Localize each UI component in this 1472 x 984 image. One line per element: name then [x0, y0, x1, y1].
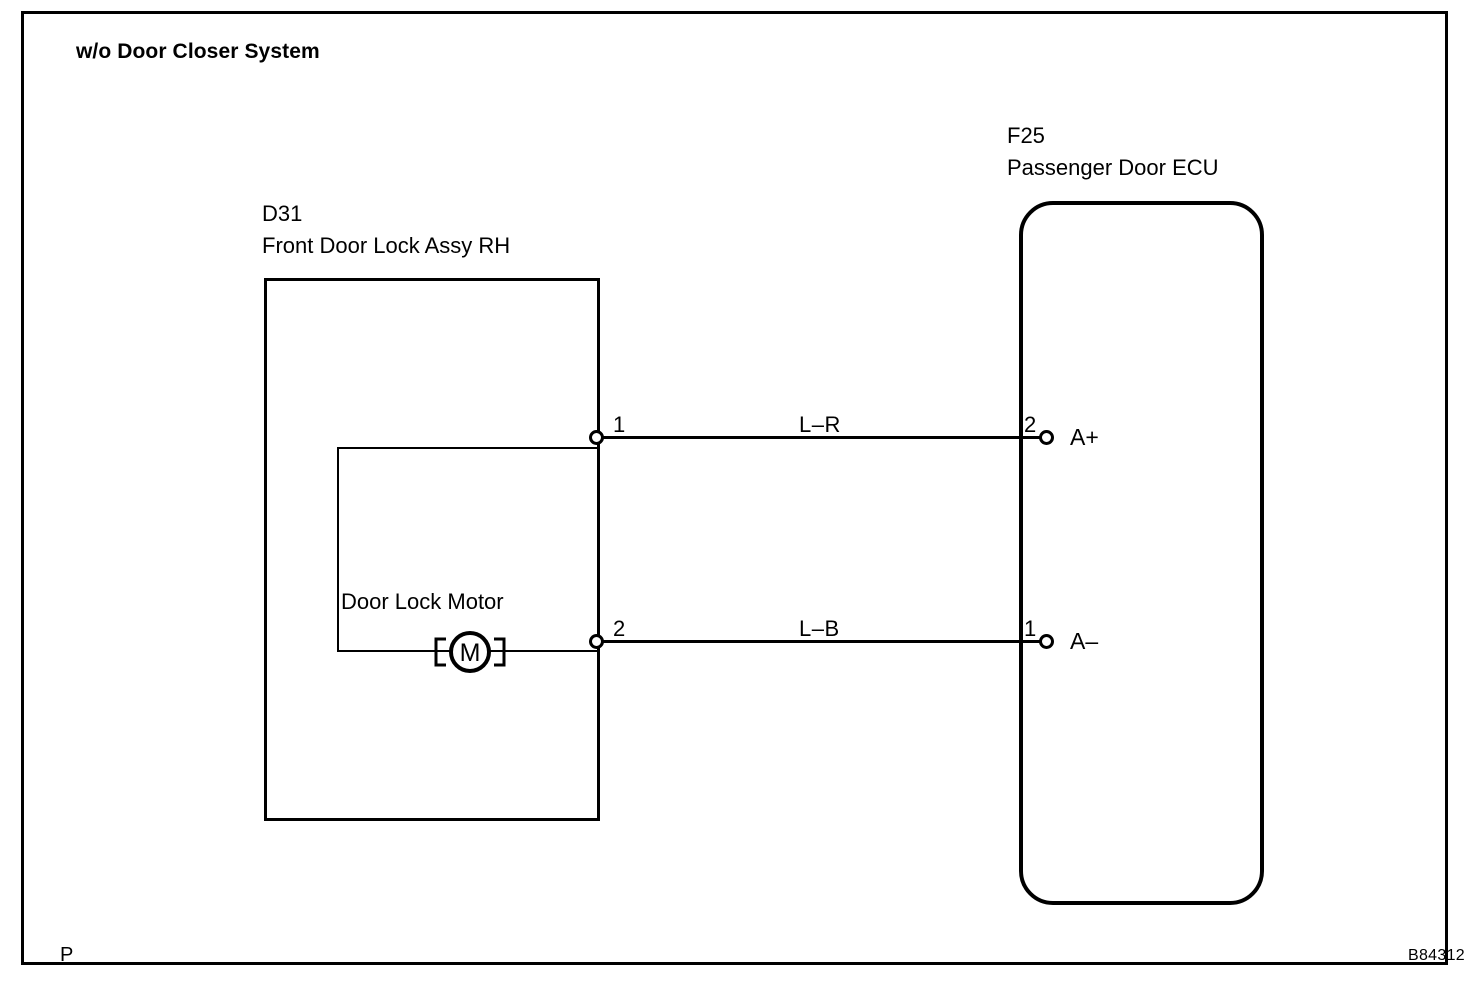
component-label-door-lock: D31 Front Door Lock Assy RH: [262, 198, 510, 262]
motor-symbol: M: [434, 628, 506, 676]
figure-code: B84312: [1408, 947, 1465, 964]
ecu-code: F25: [1007, 123, 1045, 148]
pin-number-ecu-1: 1: [1024, 616, 1037, 641]
terminal-name-a-plus: A+: [1070, 424, 1099, 450]
passenger-door-ecu-box: [1019, 201, 1264, 905]
page-mark: P: [60, 944, 74, 966]
wire-code-lr: L–R: [799, 412, 841, 437]
ecu-name: Passenger Door ECU: [1007, 155, 1219, 180]
terminal-name-a-minus: A–: [1070, 628, 1099, 654]
connector-node-ecu-pin2: [1039, 430, 1054, 445]
component-label-ecu: F25 Passenger Door ECU: [1007, 120, 1219, 184]
pin-number-door-lock-2: 2: [613, 616, 626, 641]
wire-lb: [596, 640, 1047, 643]
door-lock-name: Front Door Lock Assy RH: [262, 233, 511, 258]
pin-number-door-lock-1: 1: [613, 412, 626, 437]
connector-node-door-lock-pin1: [589, 430, 604, 445]
door-lock-motor-circuit-box: [337, 447, 599, 652]
svg-text:M: M: [460, 639, 481, 667]
door-lock-code: D31: [262, 201, 303, 226]
connector-node-ecu-pin1: [1039, 634, 1054, 649]
page-title: w/o Door Closer System: [76, 40, 320, 63]
door-lock-motor-caption: Door Lock Motor: [341, 589, 504, 614]
pin-number-ecu-2: 2: [1024, 412, 1037, 437]
connector-node-door-lock-pin2: [589, 634, 604, 649]
diagram-frame: w/o Door Closer System D31 Front Door Lo…: [21, 11, 1465, 966]
wire-lr: [596, 436, 1047, 439]
wire-code-lb: L–B: [799, 616, 840, 641]
